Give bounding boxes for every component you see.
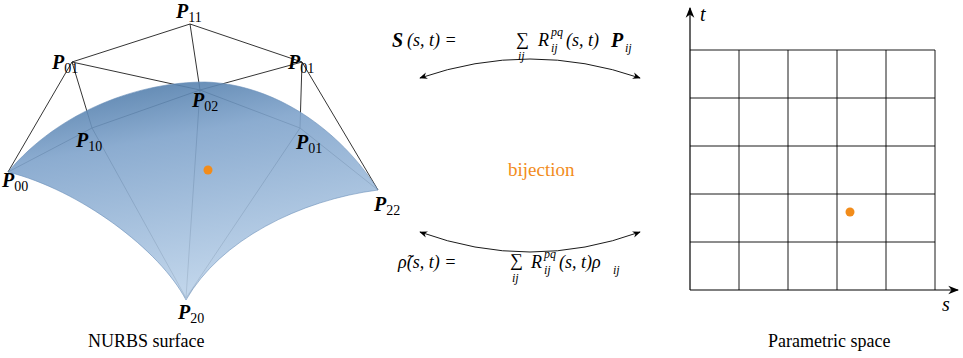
formula-part: ij — [544, 264, 551, 276]
control-point-label: P22 — [374, 194, 400, 218]
formula-part: (s, t) — [566, 31, 599, 49]
axis-label: t — [700, 4, 706, 24]
parameter-grid — [690, 50, 935, 290]
figure-caption: Parametric space — [768, 332, 890, 350]
control-point-label: P01 — [52, 52, 78, 76]
formula-part: (s, t) = — [407, 31, 457, 49]
formula-part: ∑ — [510, 251, 523, 269]
axis-label: s — [942, 294, 950, 314]
formula-part: R — [538, 31, 549, 49]
figure-caption: NURBS surface — [88, 332, 204, 350]
control-point-label: P00 — [2, 170, 28, 194]
surface-point — [204, 166, 213, 175]
formula-part: S — [392, 30, 403, 50]
control-point-label: P02 — [192, 90, 218, 114]
t-axis — [689, 8, 690, 290]
formula-part: (s, t)ρ — [559, 253, 601, 271]
control-point-label: P20 — [178, 302, 204, 326]
control-point-label: P01 — [288, 52, 314, 76]
inverse-map-arrow — [420, 232, 640, 252]
formula-part: P — [611, 30, 623, 50]
formula-part: ij — [625, 42, 632, 54]
map-arrow — [420, 59, 640, 78]
control-point-label: P01 — [296, 132, 322, 156]
s-axis — [690, 289, 958, 290]
formula-part: R — [531, 253, 542, 271]
formula-part: ∑ — [516, 30, 529, 48]
formula-part: ij — [518, 50, 525, 62]
bijection-label: bijection — [508, 160, 574, 179]
formula-part: ij — [512, 272, 519, 284]
formula-part: ij — [613, 264, 620, 276]
formula-part: pq — [544, 248, 556, 260]
formula-part: ρ̃(s, t) = — [398, 253, 456, 271]
formula-part: ij — [551, 42, 558, 54]
control-point-label: P10 — [76, 130, 102, 154]
parameter-point — [846, 208, 855, 217]
formula-part: pq — [551, 26, 563, 38]
nurbs-surface — [8, 82, 378, 300]
control-point-label: P11 — [176, 1, 202, 25]
